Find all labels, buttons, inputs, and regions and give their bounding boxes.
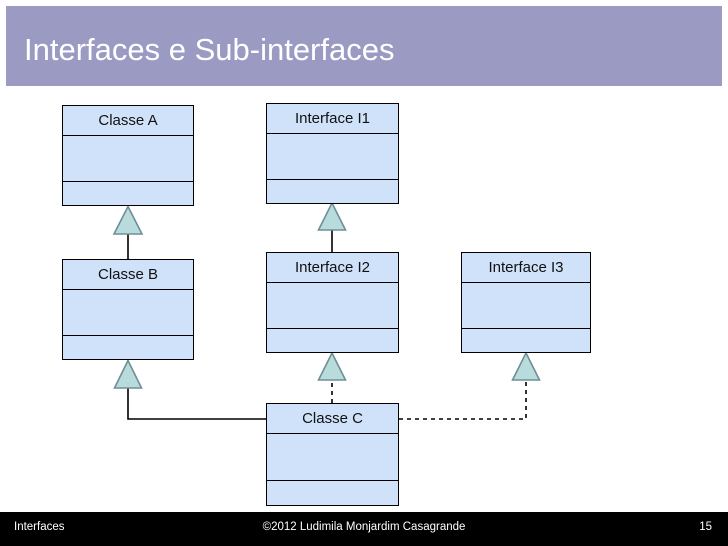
uml-class-name: Classe A (63, 106, 193, 136)
hollow-triangle-arrowhead (511, 351, 541, 381)
uml-interface-interface-i2[interactable]: Interface I2 (266, 252, 399, 353)
title-band: Interfaces e Sub-interfaces (0, 0, 728, 86)
edge-classe-c-implements-interface-i2 (317, 351, 347, 403)
uml-class-name: Interface I2 (267, 253, 398, 283)
uml-class-name: Classe C (267, 404, 398, 434)
uml-attributes-compartment (267, 134, 398, 180)
uml-interface-interface-i3[interactable]: Interface I3 (461, 252, 591, 353)
hollow-triangle-arrowhead (112, 204, 144, 235)
uml-operations-compartment (267, 481, 398, 505)
uml-attributes-compartment (267, 283, 398, 329)
uml-interface-interface-i1[interactable]: Interface I1 (266, 103, 399, 204)
edge-interface-i2-extends-interface-i1 (317, 201, 347, 252)
uml-operations-compartment (63, 182, 193, 205)
uml-operations-compartment (267, 329, 398, 352)
slide-footer: Interfaces ©2012 Ludimila Monjardim Casa… (0, 512, 728, 546)
edge-classe-c-implements-interface-i3 (399, 351, 541, 420)
hollow-triangle-arrowhead (113, 358, 143, 389)
uml-operations-compartment (462, 329, 590, 352)
uml-attributes-compartment (462, 283, 590, 329)
uml-class-classe-c[interactable]: Classe C (266, 403, 399, 506)
uml-class-name: Interface I3 (462, 253, 590, 283)
page-title: Interfaces e Sub-interfaces (24, 32, 395, 67)
uml-operations-compartment (267, 180, 398, 203)
uml-diagram-canvas: Classe A (generalization, solid) --> Int… (0, 86, 728, 512)
hollow-triangle-arrowhead (317, 351, 347, 381)
uml-class-name: Classe B (63, 260, 193, 290)
footer-page-number: 15 (699, 521, 712, 533)
uml-class-name: Interface I1 (267, 104, 398, 134)
uml-relationship-edges: Classe A (generalization, solid) --> Int… (112, 201, 541, 420)
uml-attributes-compartment (63, 136, 193, 182)
uml-attributes-compartment (63, 290, 193, 336)
edge-classe-b-extends-classe-a (112, 204, 144, 259)
footer-section-label: Interfaces (14, 521, 65, 533)
edge-classe-c-extends-classe-b (113, 358, 266, 420)
uml-class-classe-b[interactable]: Classe B (62, 259, 194, 360)
uml-attributes-compartment (267, 434, 398, 481)
footer-copyright: ©2012 Ludimila Monjardim Casagrande (262, 521, 466, 533)
uml-class-classe-a[interactable]: Classe A (62, 105, 194, 206)
hollow-triangle-arrowhead (317, 201, 347, 231)
uml-operations-compartment (63, 336, 193, 359)
